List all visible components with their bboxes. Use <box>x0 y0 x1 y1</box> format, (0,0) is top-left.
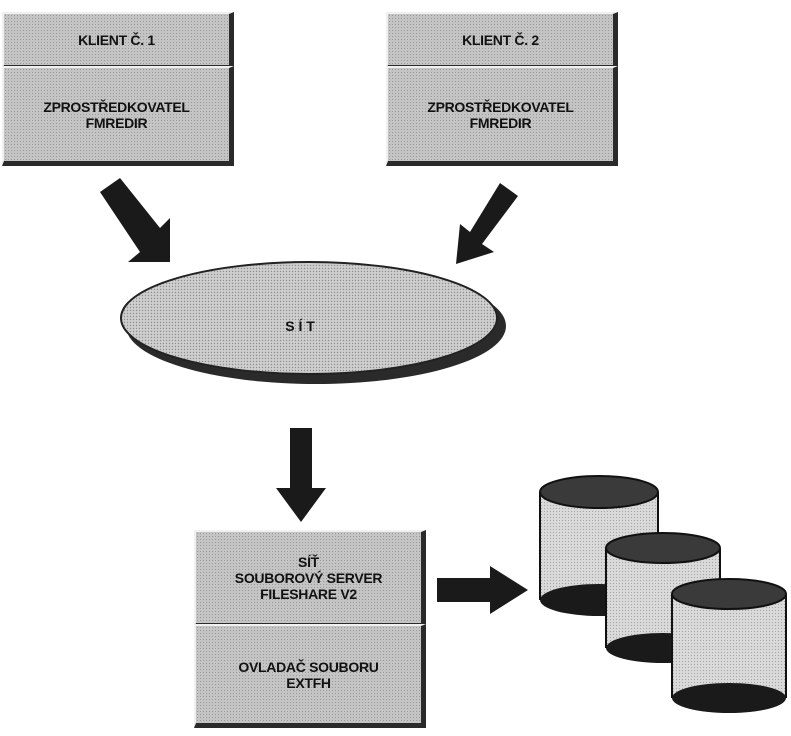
network-label: S Í T <box>285 318 315 334</box>
network-ellipse <box>120 261 506 384</box>
client1-redir-label: ZPROSTŘEDKOVATEL FMREDIR <box>43 98 190 131</box>
arrow-client1-to-network <box>100 178 170 262</box>
server-title: SÍŤ SOUBOROVÝ SERVER FILESHARE V2 <box>234 553 383 602</box>
client2-title: KLIENT Č. 2 <box>462 31 539 48</box>
client2-redir-box: ZPROSTŘEDKOVATEL FMREDIR <box>386 66 618 166</box>
client1-redir-box: ZPROSTŘEDKOVATEL FMREDIR <box>2 66 234 166</box>
disk-cylinder-3 <box>671 578 787 713</box>
client1-title: KLIENT Č. 1 <box>78 31 155 48</box>
arrow-server-to-disks <box>437 566 528 614</box>
driver-label: OVLADAČ SOUBORU ExTFH <box>238 658 379 691</box>
client1-title-box: KLIENT Č. 1 <box>2 12 234 70</box>
arrow-client2-to-network <box>456 183 518 264</box>
driver-box: OVLADAČ SOUBORU ExTFH <box>194 624 426 728</box>
client2-title-box: KLIENT Č. 2 <box>386 12 618 70</box>
arrow-network-to-server <box>276 428 326 522</box>
server-title-box: SÍŤ SOUBOROVÝ SERVER FILESHARE V2 <box>194 530 426 628</box>
client2-redir-label: ZPROSTŘEDKOVATEL FMREDIR <box>427 98 574 131</box>
